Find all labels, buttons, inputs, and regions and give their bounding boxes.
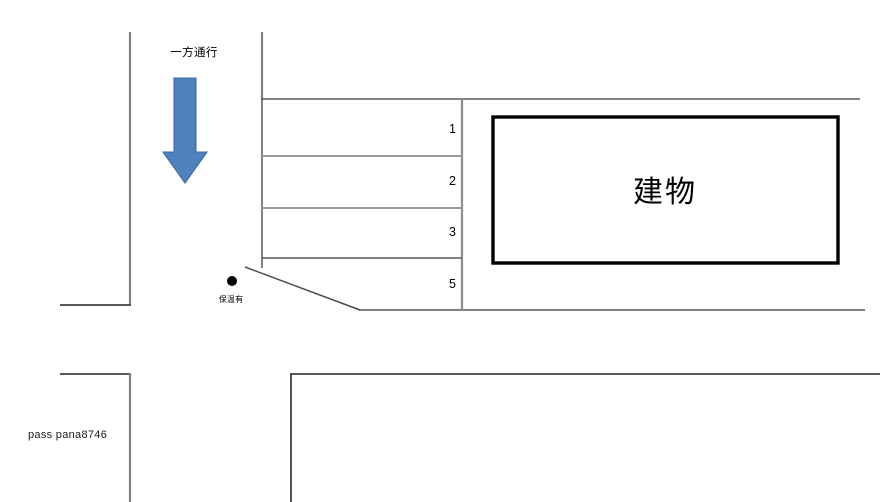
point-marker-group: 保温有 bbox=[219, 276, 244, 304]
parking-lot-outline bbox=[244, 32, 865, 311]
watermark-text: pass pana8746 bbox=[28, 429, 107, 441]
location-dot-label: 保温有 bbox=[219, 294, 244, 304]
building-group: 建物 bbox=[491, 115, 840, 265]
building-label: 建物 bbox=[633, 176, 697, 209]
bay-number-5: 5 bbox=[449, 277, 456, 291]
building-outline bbox=[491, 115, 840, 265]
location-dot-icon bbox=[227, 276, 237, 286]
bay-number-2: 2 bbox=[449, 174, 456, 188]
one-way-label: 一方通行 bbox=[170, 45, 218, 59]
bay-number-1: 1 bbox=[449, 122, 456, 136]
lot-corner-diagonal bbox=[244, 266, 361, 311]
bay-number-group: 1 2 3 5 bbox=[449, 122, 456, 291]
road-network bbox=[60, 32, 880, 502]
one-way-arrow-group: 一方通行 bbox=[161, 45, 218, 184]
down-arrow-icon bbox=[161, 77, 209, 184]
bay-number-3: 3 bbox=[449, 225, 456, 239]
